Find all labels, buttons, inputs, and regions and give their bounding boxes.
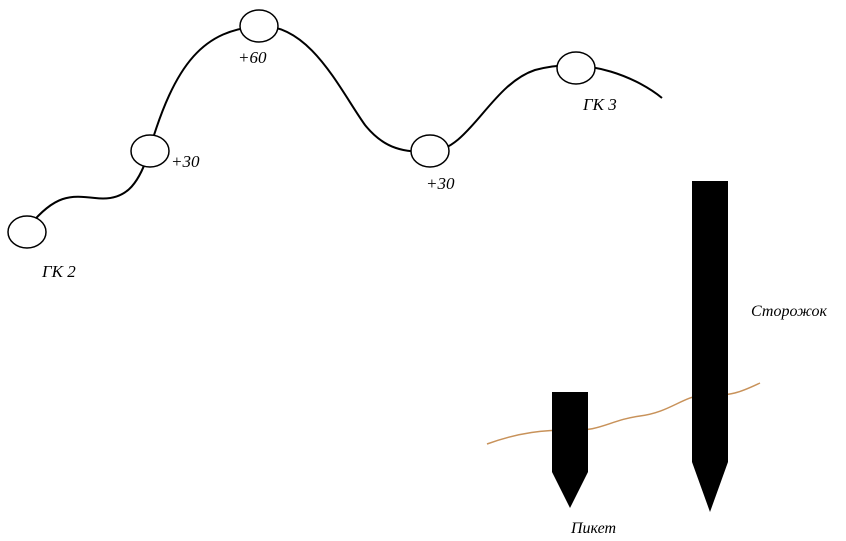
label-piket: Пикет bbox=[570, 520, 616, 537]
label-gk2: ГК 2 bbox=[41, 262, 76, 281]
route-line bbox=[29, 24, 663, 226]
station-marker-plus30-a bbox=[130, 134, 170, 168]
storozhok-stake bbox=[692, 181, 728, 512]
label-plus30-b: +30 bbox=[426, 174, 455, 193]
label-gk3: ГК 3 bbox=[582, 95, 617, 114]
label-storozhok: Сторожок bbox=[751, 303, 828, 320]
station-marker-gk3 bbox=[556, 51, 596, 85]
station-marker-plus60 bbox=[239, 9, 279, 43]
station-marker-gk2 bbox=[7, 215, 47, 249]
piket-stake bbox=[552, 392, 588, 508]
label-plus30-a: +30 bbox=[171, 152, 200, 171]
label-plus60: +60 bbox=[238, 48, 267, 67]
station-marker-plus30-b bbox=[410, 134, 450, 168]
